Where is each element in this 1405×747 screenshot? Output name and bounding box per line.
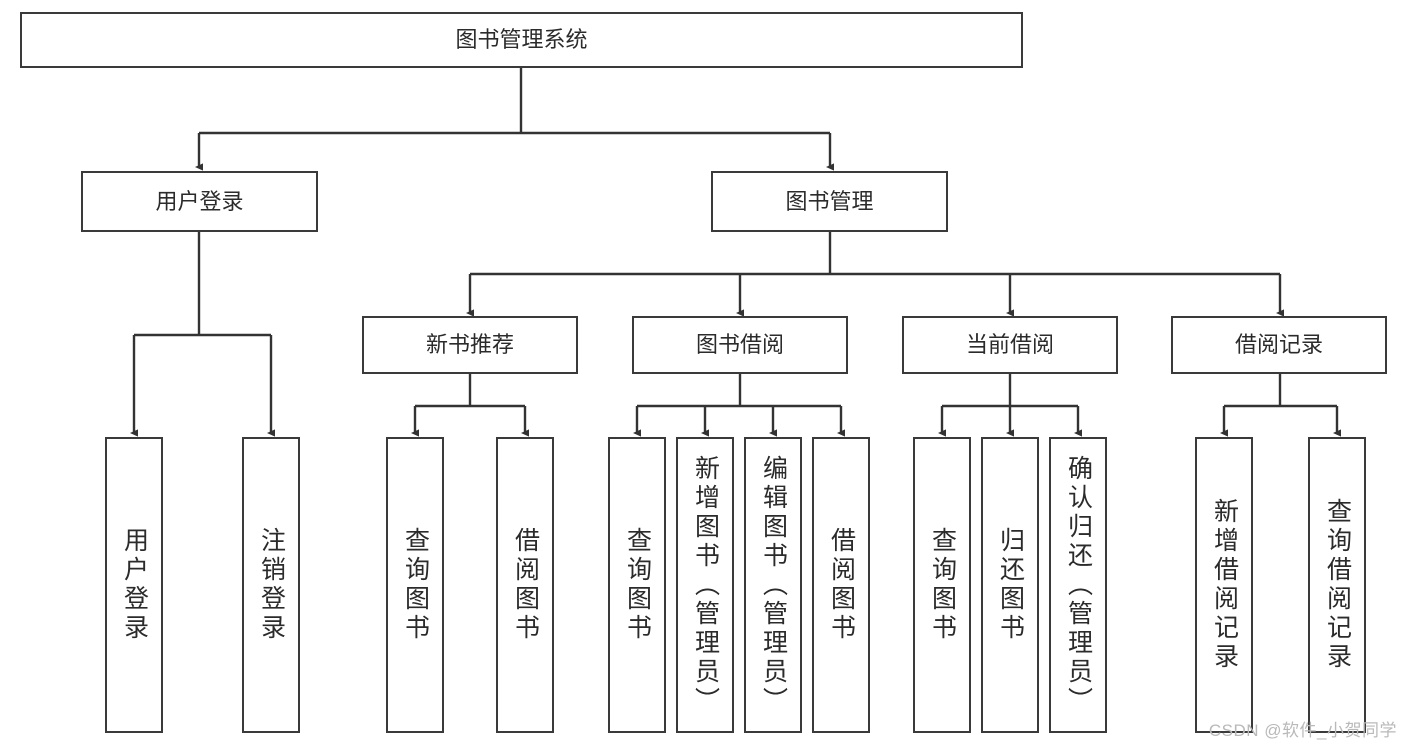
node-root[interactable]: 图书管理系统 <box>20 12 1023 68</box>
leaf-query-books-recommend[interactable]: 查询图书 <box>386 437 444 733</box>
leaf-add-book-admin[interactable]: 新增图书（管理员） <box>676 437 734 733</box>
leaf-logout[interactable]: 注销登录 <box>242 437 300 733</box>
leaf-add-book-admin-label: 新增图书（管理员） <box>691 454 720 716</box>
node-book-management[interactable]: 图书管理 <box>711 171 948 232</box>
node-user-login[interactable]: 用户登录 <box>81 171 318 232</box>
leaf-add-borrow-record[interactable]: 新增借阅记录 <box>1195 437 1253 733</box>
leaf-query-books-recommend-label: 查询图书 <box>401 527 430 643</box>
leaf-borrow-books-borrowing[interactable]: 借阅图书 <box>812 437 870 733</box>
node-current-borrowing-label: 当前借阅 <box>965 332 1054 358</box>
leaf-user-login[interactable]: 用户登录 <box>105 437 163 733</box>
leaf-edit-book-admin-label: 编辑图书（管理员） <box>759 454 788 716</box>
node-user-login-label: 用户登录 <box>155 188 244 214</box>
leaf-query-borrow-record[interactable]: 查询借阅记录 <box>1308 437 1366 733</box>
node-borrow-records[interactable]: 借阅记录 <box>1171 316 1387 374</box>
node-new-book-recommendation[interactable]: 新书推荐 <box>362 316 578 374</box>
leaf-borrow-books-recommend[interactable]: 借阅图书 <box>496 437 554 733</box>
node-new-book-recommendation-label: 新书推荐 <box>425 332 514 358</box>
leaf-query-books-borrowing[interactable]: 查询图书 <box>608 437 666 733</box>
leaf-edit-book-admin[interactable]: 编辑图书（管理员） <box>744 437 802 733</box>
leaf-return-books-label: 归还图书 <box>996 527 1025 643</box>
leaf-borrow-books-borrowing-label: 借阅图书 <box>827 527 856 643</box>
node-book-borrowing-label: 图书借阅 <box>695 332 784 358</box>
leaf-query-books-borrowing-label: 查询图书 <box>623 527 652 643</box>
node-book-management-label: 图书管理 <box>785 188 874 214</box>
leaf-logout-label: 注销登录 <box>257 527 286 643</box>
leaf-confirm-return-admin[interactable]: 确认归还（管理员） <box>1049 437 1107 733</box>
leaf-borrow-books-recommend-label: 借阅图书 <box>511 527 540 643</box>
node-book-borrowing[interactable]: 图书借阅 <box>632 316 848 374</box>
leaf-return-books[interactable]: 归还图书 <box>981 437 1039 733</box>
leaf-confirm-return-admin-label: 确认归还（管理员） <box>1064 454 1093 716</box>
leaf-query-books-current[interactable]: 查询图书 <box>913 437 971 733</box>
node-root-label: 图书管理系统 <box>455 27 588 53</box>
leaf-query-books-current-label: 查询图书 <box>928 527 957 643</box>
node-borrow-records-label: 借阅记录 <box>1234 332 1323 358</box>
node-current-borrowing[interactable]: 当前借阅 <box>902 316 1118 374</box>
leaf-user-login-label: 用户登录 <box>120 527 149 643</box>
leaf-query-borrow-record-label: 查询借阅记录 <box>1323 498 1352 672</box>
watermark-text: CSDN @软件_小贺同学 <box>1208 721 1397 740</box>
leaf-add-borrow-record-label: 新增借阅记录 <box>1210 498 1239 672</box>
